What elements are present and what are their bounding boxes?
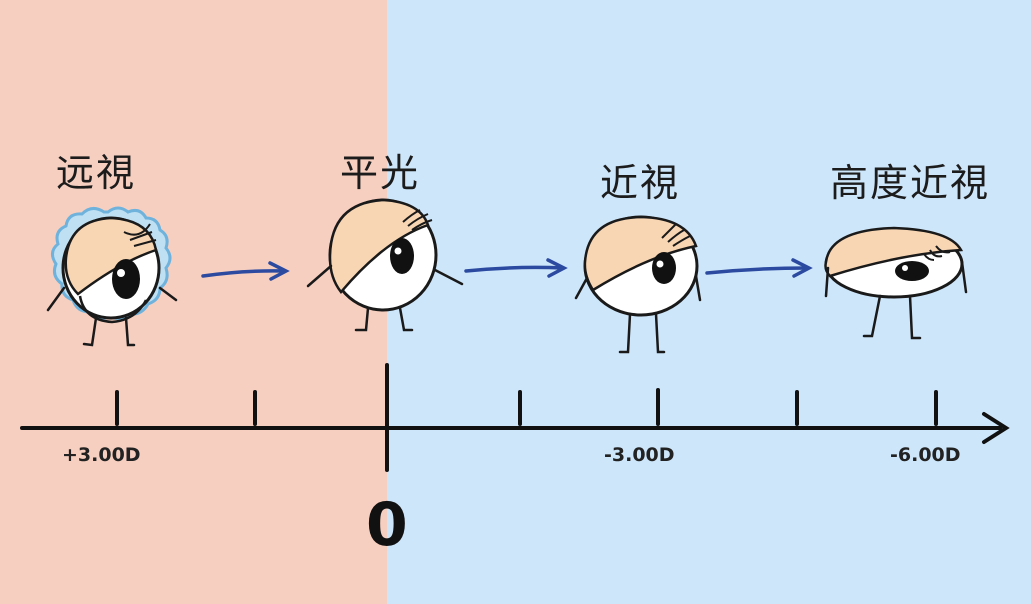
- high-myopic-eye-icon: [824, 226, 968, 340]
- stage-label-hyperopia: 远視: [56, 151, 137, 195]
- arrow-right-icon: [201, 261, 290, 281]
- emmetropic-eye-icon: [306, 198, 464, 332]
- hyperopic-eye-icon: [46, 206, 178, 347]
- myopia-region: [387, 0, 1031, 604]
- tick-label-plus-3: +3.00D: [62, 444, 141, 466]
- tick-label-minus-6: -6.00D: [890, 444, 961, 466]
- zero-label: 0: [366, 490, 408, 560]
- diopter-axis: [20, 363, 1010, 472]
- stage-label-myopia: 近視: [600, 161, 681, 205]
- stage-label-high-myopia: 高度近視: [830, 161, 991, 205]
- arrow-right-icon: [464, 258, 568, 278]
- hyperopia-region: [0, 0, 387, 604]
- arrow-right-icon: [705, 258, 813, 278]
- stage-label-emmetropia: 平光: [340, 151, 421, 195]
- tick-label-minus-3: -3.00D: [604, 444, 675, 466]
- myopic-eye-icon: [574, 215, 702, 354]
